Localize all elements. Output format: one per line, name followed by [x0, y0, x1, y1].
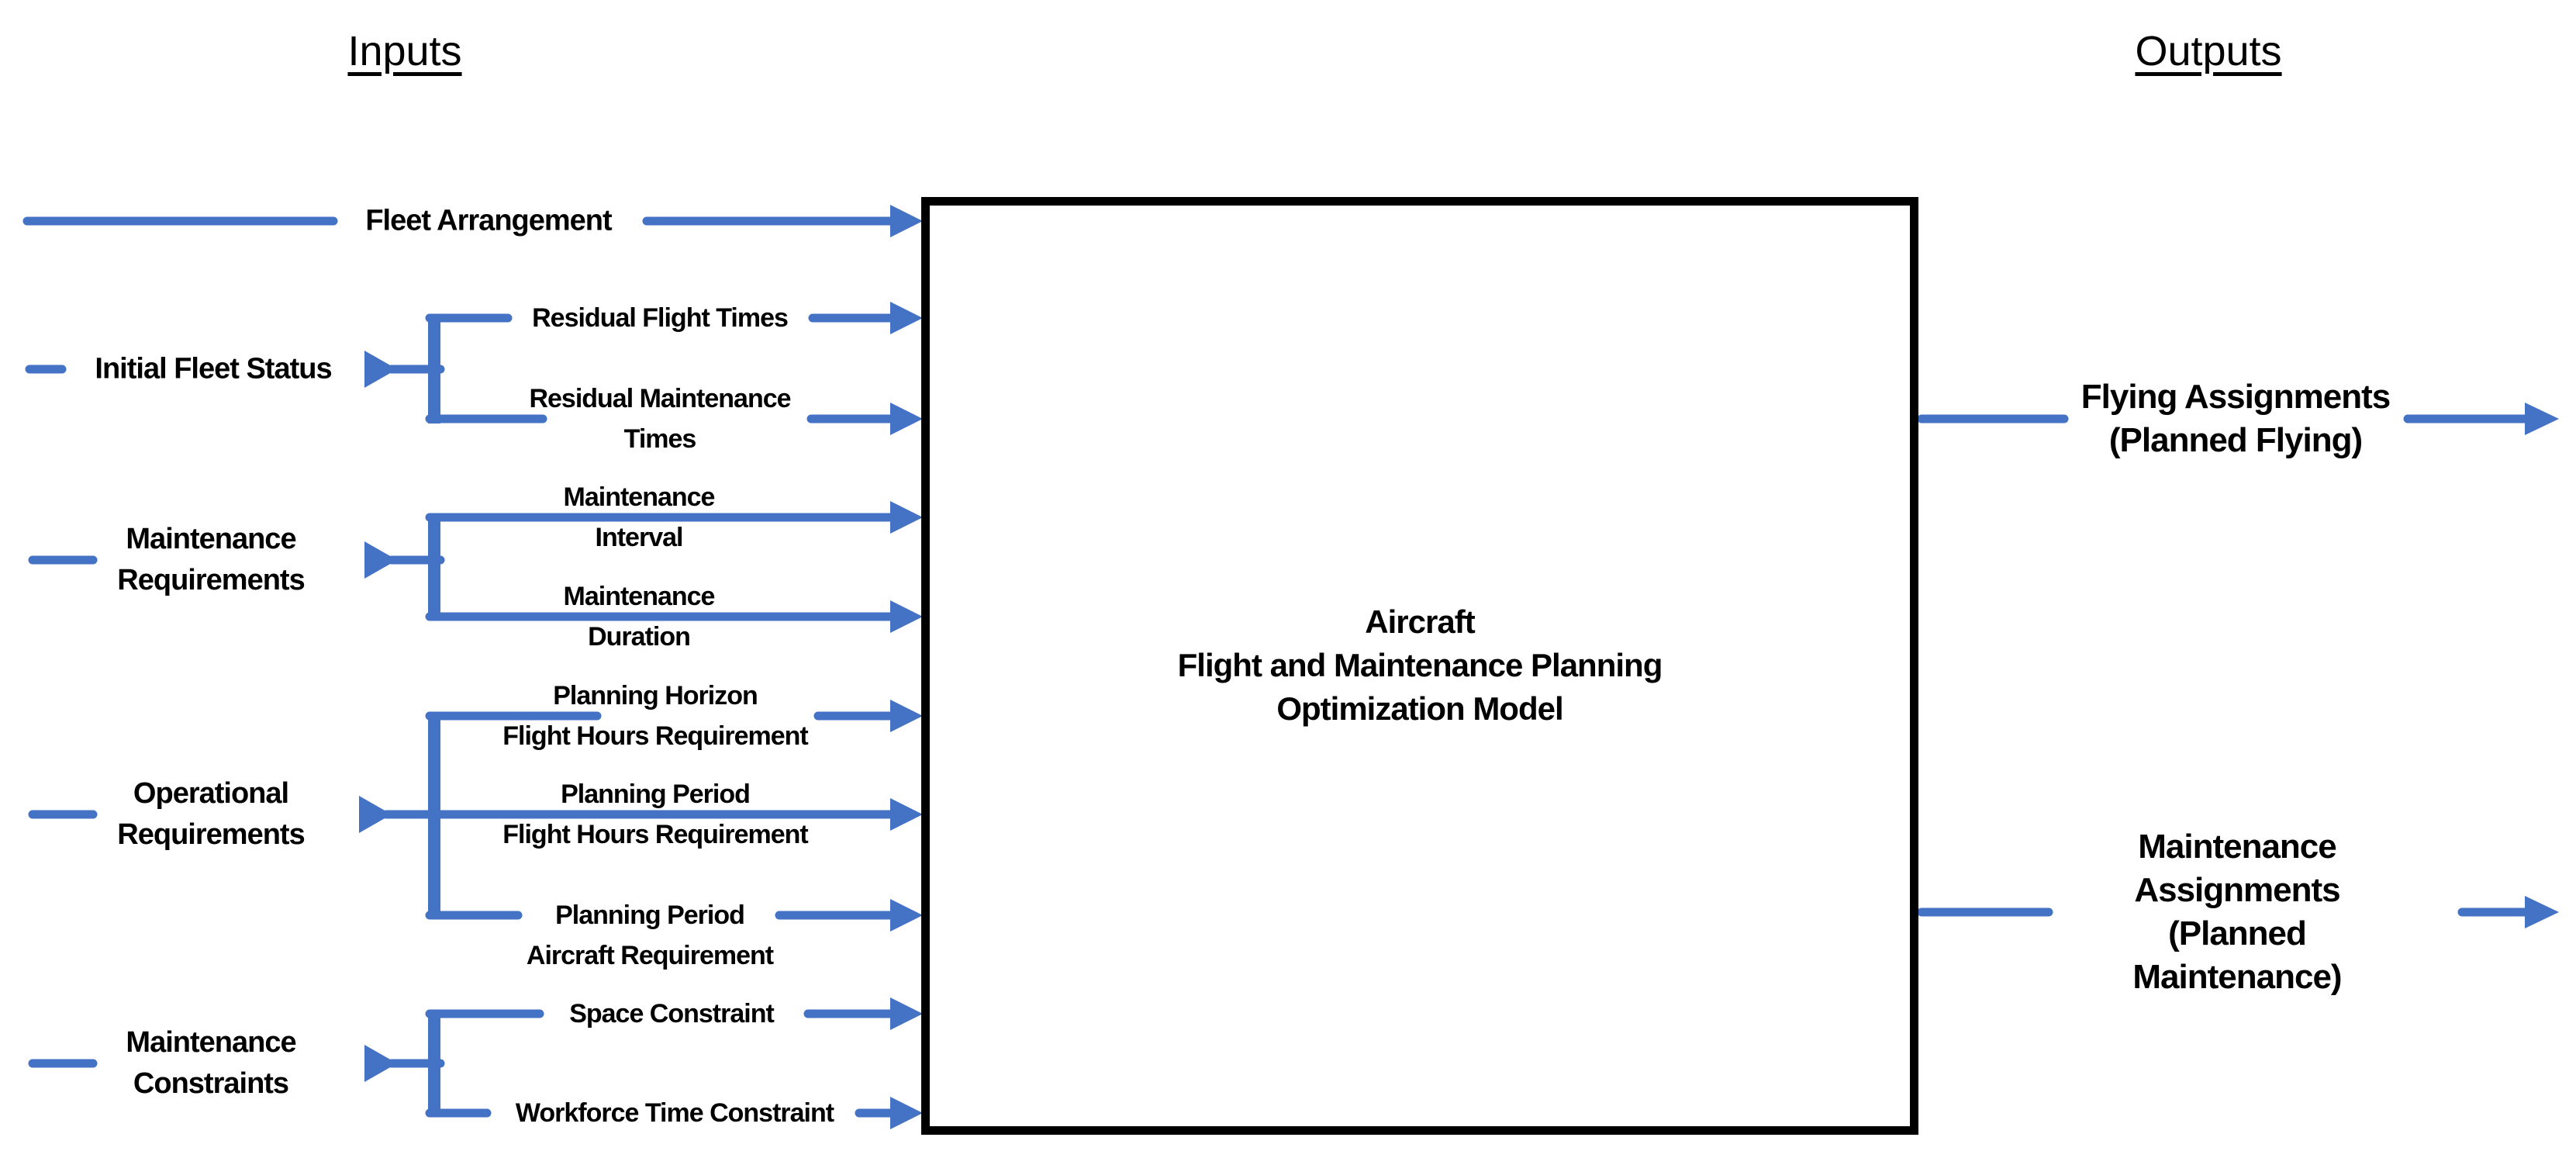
arrowhead-icon	[890, 1097, 923, 1129]
maintenance-requirements-connector	[28, 501, 923, 633]
arrowhead-icon	[890, 600, 923, 633]
arrowhead-icon	[2525, 896, 2559, 928]
arrowhead-icon	[890, 302, 923, 334]
input-label-planning-period-aircraft: Planning Period Aircraft Requirement	[526, 901, 774, 970]
arrowhead-icon	[364, 1045, 397, 1082]
arrowhead-icon	[364, 351, 397, 388]
arrowhead-icon	[890, 403, 923, 435]
input-label-planning-period-flight-hours: Planning Period Flight Hours Requirement	[502, 780, 808, 849]
input-label-planning-horizon-flight-hours: Planning Horizon Flight Hours Requiremen…	[502, 681, 808, 751]
arrowhead-icon	[359, 796, 392, 833]
arrowhead-icon	[890, 798, 923, 831]
input-label-space-constraint: Space Constraint	[569, 999, 775, 1028]
inputs-header: Inputs	[347, 28, 462, 74]
model-box-title: Aircraft Flight and Maintenance Planning…	[1177, 603, 1663, 727]
arrowhead-icon	[2525, 403, 2559, 435]
input-label-residual-flight-times: Residual Flight Times	[532, 303, 789, 333]
initial-fleet-status-connector	[25, 302, 923, 435]
flying-assignments-connector	[1917, 403, 2559, 435]
arrowhead-icon	[890, 700, 923, 732]
output-label-flying-assignments: Flying Assignments (Planned Flying)	[2080, 378, 2391, 459]
arrowhead-icon	[890, 205, 923, 237]
maintenance-assignments-connector	[1917, 896, 2559, 928]
input-label-fleet-arrangement: Fleet Arrangement	[365, 204, 612, 237]
input-label-operational-requirements: Operational Requirements	[117, 777, 305, 851]
input-label-maintenance-interval: Maintenance Interval	[563, 482, 716, 552]
output-label-maintenance-assignments: Maintenance Assignments (Planned Mainten…	[2132, 828, 2342, 996]
outputs-header: Outputs	[2135, 28, 2282, 74]
input-label-maintenance-constraints: Maintenance Constraints	[126, 1026, 296, 1100]
operational-requirements-connector	[28, 700, 923, 932]
input-label-workforce-time-constraint: Workforce Time Constraint	[515, 1098, 834, 1128]
input-label-residual-maintenance-times: Residual Maintenance Times	[529, 384, 791, 454]
input-label-initial-fleet-status: Initial Fleet Status	[95, 352, 332, 385]
fleet-arrangement-connector	[22, 205, 923, 237]
model-box	[921, 197, 1918, 1135]
arrowhead-icon	[364, 541, 397, 579]
arrowhead-icon	[890, 501, 923, 534]
arrowhead-icon	[890, 899, 923, 932]
maintenance-constraints-connector	[28, 997, 923, 1129]
input-label-maintenance-duration: Maintenance Duration	[563, 582, 716, 652]
arrowhead-icon	[890, 997, 923, 1030]
input-label-maintenance-requirements: Maintenance Requirements	[117, 523, 305, 596]
